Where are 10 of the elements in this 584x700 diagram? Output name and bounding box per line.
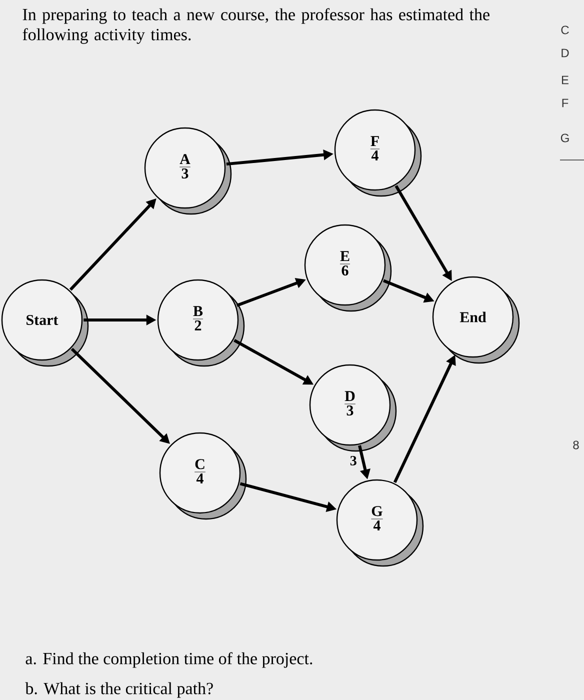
margin-letter: F [562, 98, 568, 108]
title: In preparing to teach a new course, the professor has estimated the following activity times. [22, 8, 490, 44]
margin-letter: C [561, 26, 569, 34]
margin-letter: D [562, 48, 569, 58]
margin-letter: 8 [573, 440, 579, 450]
question: a. Find the completion time of the project. [26, 652, 312, 668]
edge-label: 3 [350, 456, 356, 466]
margin-letter: G [560, 134, 569, 142]
question: b. What is the critical path? [25, 682, 213, 698]
margin-letter: E [562, 76, 568, 84]
